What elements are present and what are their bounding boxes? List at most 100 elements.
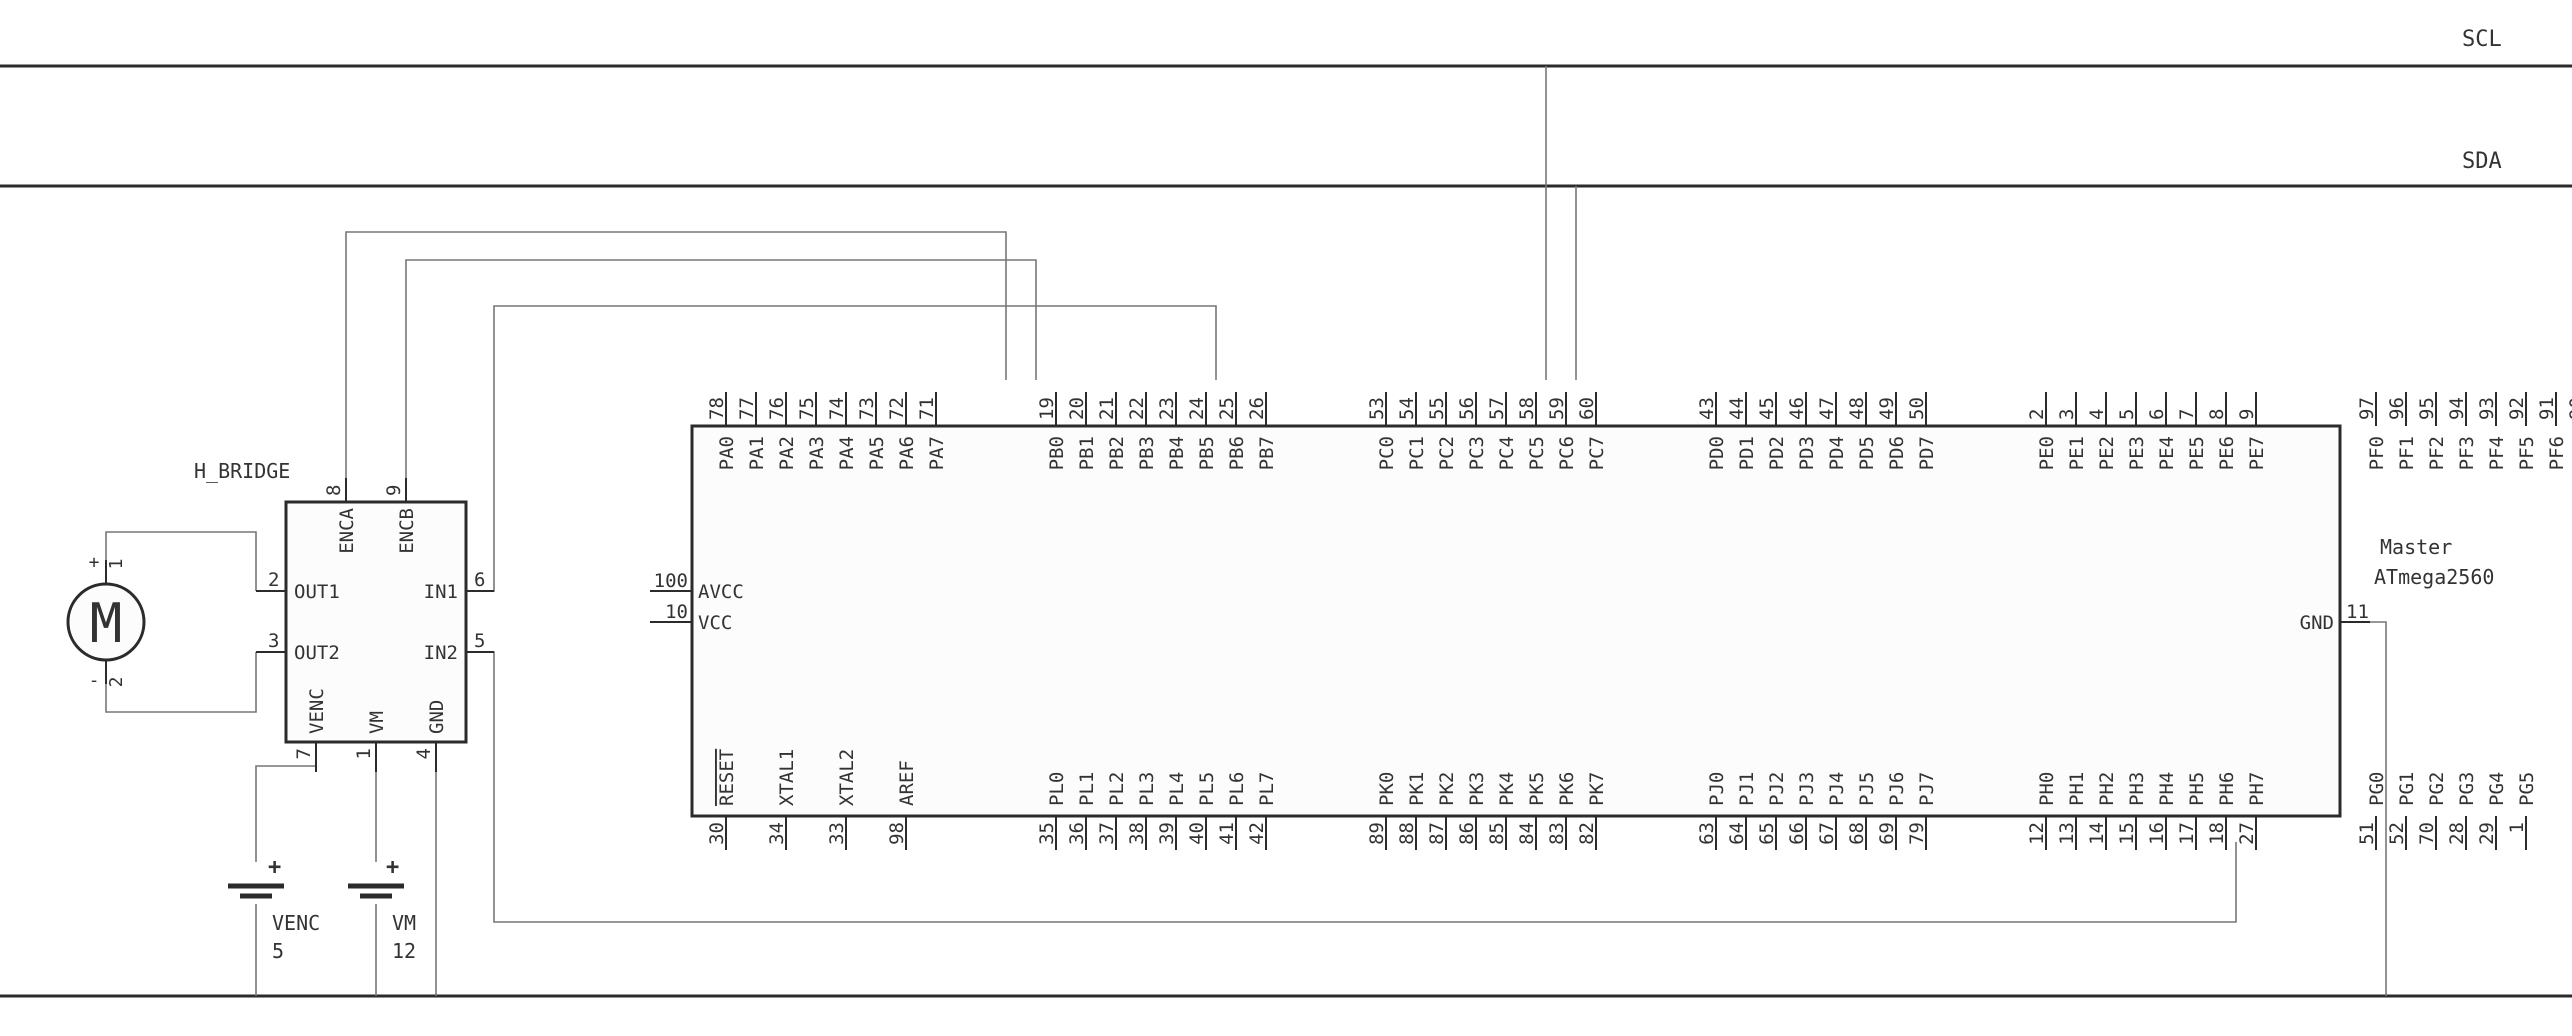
h-bridge-pin-vm[interactable]: 1VM — [353, 711, 388, 772]
mcu-pin-pf7[interactable]: 90PF7 — [2566, 392, 2572, 470]
atmega2560-component[interactable]: Master ATmega2560 78PA077PA176PA275PA374… — [650, 392, 2572, 850]
battery-vm[interactable]: + VM 12 — [348, 855, 416, 963]
motor-component[interactable]: M + 1 - 2 — [66, 552, 146, 691]
wire-gnd-mcu[interactable] — [2370, 621, 2387, 996]
wire-encb-pb1[interactable] — [405, 259, 1037, 478]
wire-venc[interactable] — [255, 765, 317, 862]
wire-motor-out2[interactable] — [105, 652, 257, 713]
h-bridge-body[interactable] — [284, 500, 468, 744]
wire-motor-out1[interactable] — [105, 531, 257, 591]
h-bridge-component[interactable]: H_BRIDGE 8ENCA9ENCB2OUT13OUT26IN15IN27VE… — [194, 459, 494, 772]
motor-body[interactable] — [66, 582, 146, 662]
